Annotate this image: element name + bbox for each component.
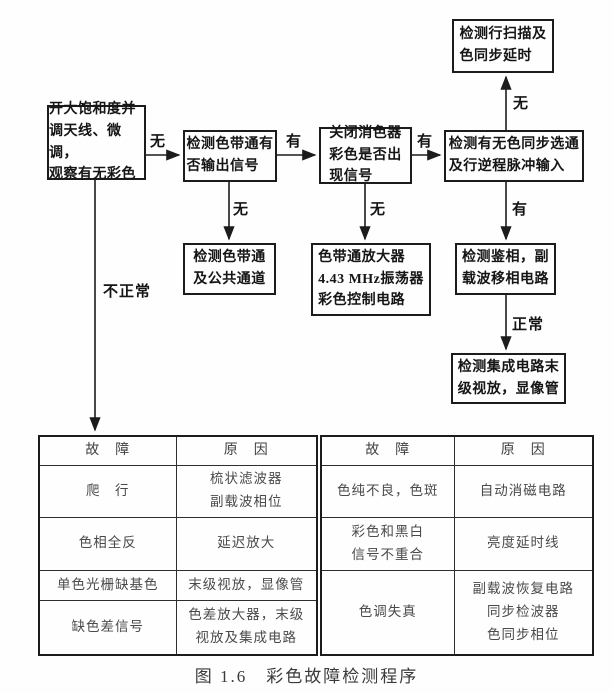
node-adjust-saturation: 开大饱和度并 调天线、微调， 观察有无彩色 bbox=[47, 102, 146, 182]
cause-header: 原 因 bbox=[453, 435, 594, 466]
edge-label-b4-b8: 有 bbox=[512, 202, 529, 218]
fault-cell: 缺色差信号 bbox=[38, 599, 177, 656]
table-row: 彩色和黑白 信号不重合 亮度延时线 bbox=[320, 516, 594, 571]
fault-cell: 彩色和黑白 信号不重合 bbox=[320, 516, 455, 571]
node-check-phase-detector: 检测鉴相，副 载波移相电路 bbox=[455, 243, 556, 295]
table-row: 爬 行 梳状滤波器 副载波相位 bbox=[38, 464, 318, 518]
fault-cell: 色相全反 bbox=[38, 516, 177, 571]
fault-header: 故 障 bbox=[38, 435, 177, 466]
cause-cell: 梳状滤波器 副载波相位 bbox=[175, 464, 318, 518]
node-check-bandpass-output: 检测色带通有 否输出信号 bbox=[183, 130, 277, 182]
node-bandpass-amp-oscillator: 色带通放大器 4.43 MHz振荡器 彩色控制电路 bbox=[311, 243, 431, 316]
node-check-ic-video-crt: 检测集成电路末 级视放，显像管 bbox=[451, 353, 566, 404]
node-close-color-killer: 关闭消色器 彩色是否出 现信号 bbox=[319, 126, 412, 184]
node-check-bandpass-common: 检测色带通 及公共通道 bbox=[183, 243, 276, 295]
fault-cell: 爬 行 bbox=[38, 464, 177, 518]
fault-header: 故 障 bbox=[320, 435, 455, 466]
cause-header: 原 因 bbox=[175, 435, 318, 466]
table-row: 色调失真 副载波恢复电路 同步检波器 色同步相位 bbox=[320, 569, 594, 656]
cause-cell: 延迟放大 bbox=[175, 516, 318, 571]
cause-cell: 自动消磁电路 bbox=[453, 464, 594, 518]
table-row: 单色光栅缺基色 末级视放，显像管 bbox=[38, 569, 318, 601]
edge-label-b1-b2: 无 bbox=[150, 134, 167, 150]
edge-label-b3-b4: 有 bbox=[417, 134, 434, 150]
fault-table-left: 故 障 原 因 爬 行 梳状滤波器 副载波相位 色相全反 延迟放大 单色光栅缺基… bbox=[38, 435, 318, 656]
fault-cell: 单色光栅缺基色 bbox=[38, 569, 177, 601]
fault-cell: 色纯不良，色斑 bbox=[320, 464, 455, 518]
cause-cell: 色差放大器，末级 视放及集成电路 bbox=[175, 599, 318, 656]
edge-label-b8-b9: 正常 bbox=[512, 317, 545, 333]
table-row: 缺色差信号 色差放大器，末级 视放及集成电路 bbox=[38, 599, 318, 656]
node-check-burst-gate-pulse: 检测有无色同步选通 及行逆程脉冲输入 bbox=[444, 130, 584, 182]
cause-cell: 末级视放，显像管 bbox=[175, 569, 318, 601]
table-row: 色纯不良，色斑 自动消磁电路 bbox=[320, 464, 594, 518]
node-check-line-scan-delay: 检测行扫描及 色同步延时 bbox=[452, 19, 554, 73]
edge-label-b1-table: 不正常 bbox=[103, 284, 152, 300]
edge-label-b4-b5: 无 bbox=[513, 96, 530, 112]
cause-cell: 亮度延时线 bbox=[453, 516, 594, 571]
edge-label-b3-b7: 无 bbox=[370, 202, 387, 218]
fault-cell: 色调失真 bbox=[320, 569, 455, 656]
fault-table-right: 故 障 原 因 色纯不良，色斑 自动消磁电路 彩色和黑白 信号不重合 亮度延时线… bbox=[320, 435, 594, 656]
edge-label-b2-b6: 无 bbox=[233, 202, 250, 218]
edge-label-b2-b3: 有 bbox=[286, 134, 303, 150]
cause-cell: 副载波恢复电路 同步检波器 色同步相位 bbox=[453, 569, 594, 656]
table-row: 色相全反 延迟放大 bbox=[38, 516, 318, 571]
figure-caption: 图 1.6 彩色故障检测程序 bbox=[194, 667, 419, 686]
